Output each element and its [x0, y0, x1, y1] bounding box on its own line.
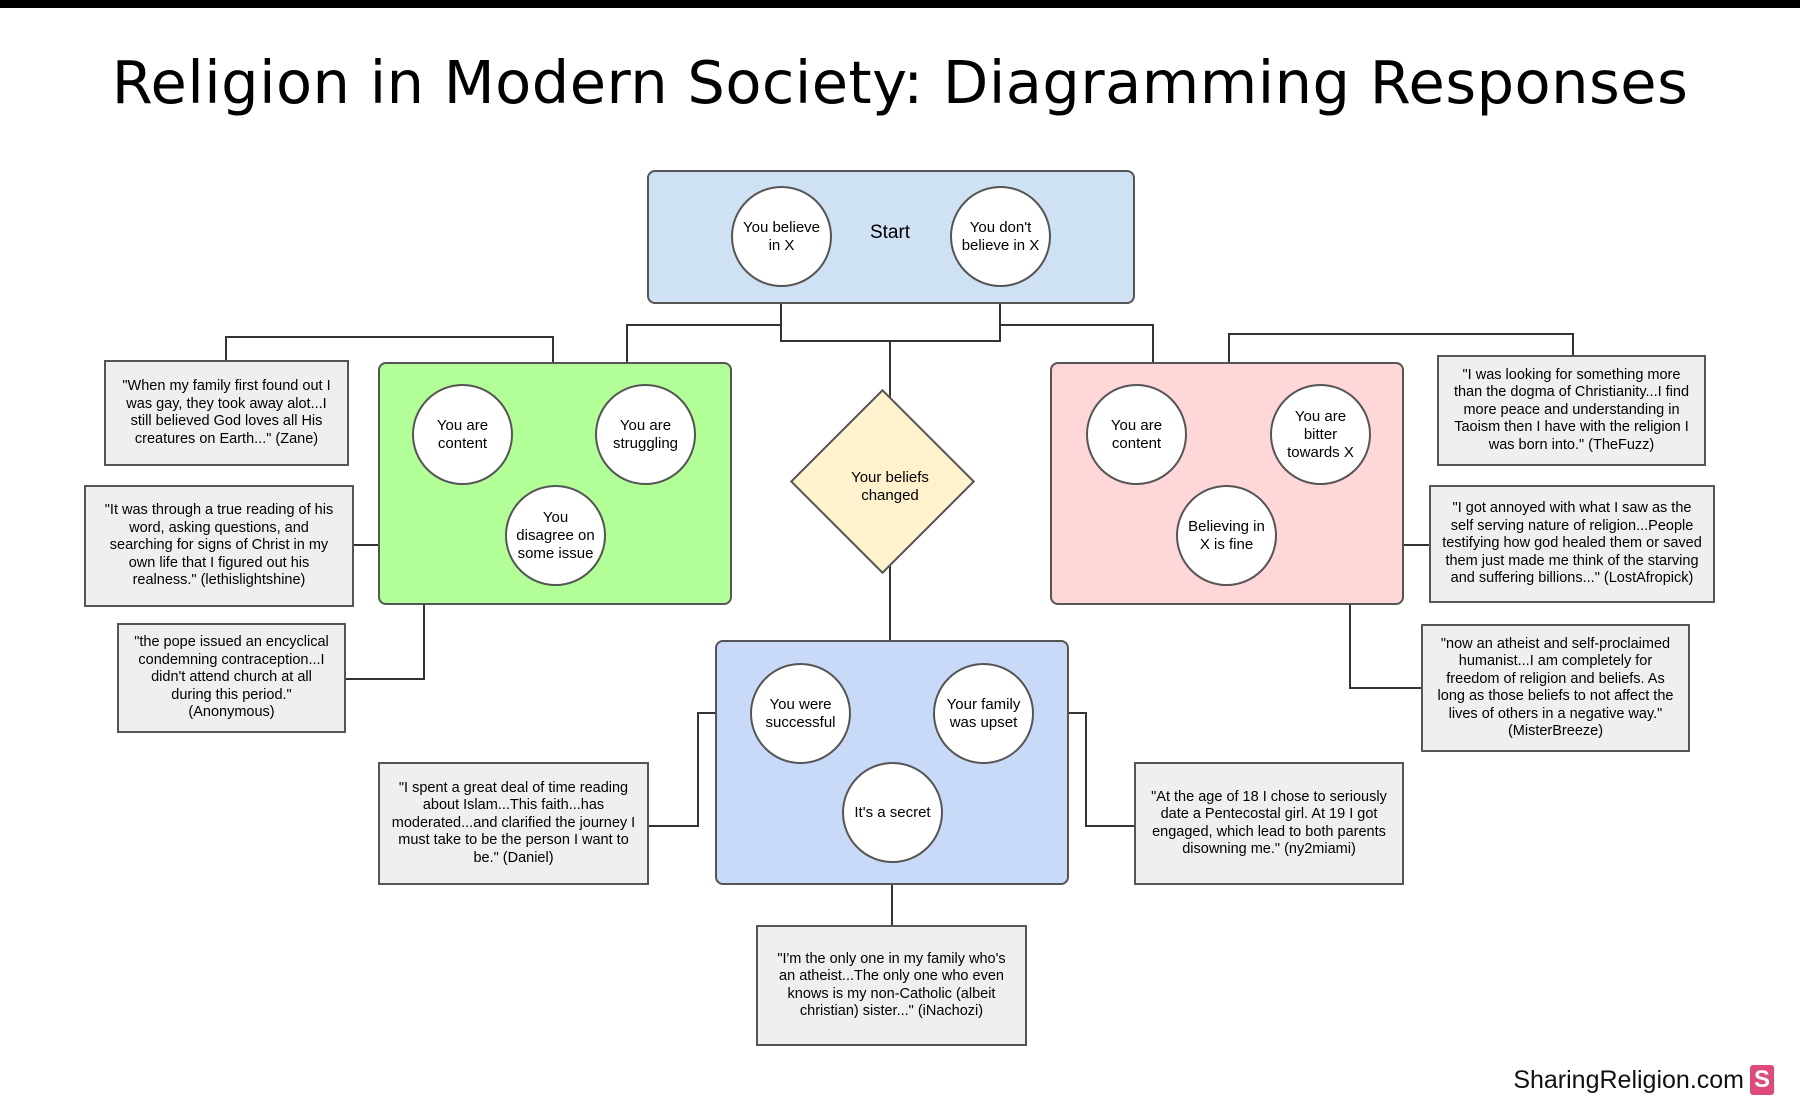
- beliefs-changed-label: Your beliefs changed: [851, 469, 929, 504]
- quote-thefuzz: "I was looking for something more than t…: [1437, 355, 1706, 466]
- green-disagree-node: You disagree on some issue: [505, 485, 606, 586]
- believe-node: You believe in X: [731, 186, 832, 287]
- page-title: Religion in Modern Society: Diagramming …: [111, 48, 1689, 117]
- quote-daniel: "I spent a great deal of time reading ab…: [378, 762, 649, 885]
- connector-start-pink: [1000, 324, 1154, 362]
- pink-bitter-node: You are bitter towards X: [1270, 384, 1371, 485]
- dont-believe-node: You don't believe in X: [950, 186, 1051, 287]
- blue-secret-node: It's a secret: [842, 762, 943, 863]
- start-label: Start: [869, 222, 911, 243]
- connector-start-green: [626, 324, 781, 362]
- blue-successful-node: You were successful: [750, 663, 851, 764]
- quote-ny2miami: "At the age of 18 I chose to seriously d…: [1134, 762, 1404, 885]
- footer-brand: SharingReligion.com S: [1513, 1065, 1774, 1095]
- quote-zane: "When my family first found out I was ga…: [104, 360, 349, 466]
- quote-misterbreeze: "now an atheist and self-proclaimed huma…: [1421, 624, 1690, 752]
- quote-lethislightshine: "It was through a true reading of his wo…: [84, 485, 354, 607]
- green-struggling-node: You are struggling: [595, 384, 696, 485]
- green-content-node: You are content: [412, 384, 513, 485]
- quote-inachozi: "I'm the only one in my family who's an …: [756, 925, 1027, 1046]
- sharingreligion-logo-icon: S: [1750, 1065, 1774, 1095]
- quote-lostafropick: "I got annoyed with what I saw as the se…: [1429, 485, 1715, 603]
- quote-anonymous: "the pope issued an encyclical condemnin…: [117, 623, 346, 733]
- footer-site-name: SharingReligion.com: [1513, 1065, 1744, 1094]
- start-group: [647, 170, 1135, 304]
- blue-upset-node: Your family was upset: [933, 663, 1034, 764]
- pink-fine-node: Believing in X is fine: [1176, 485, 1277, 586]
- top-border-bar: [0, 0, 1800, 8]
- pink-content-node: You are content: [1086, 384, 1187, 485]
